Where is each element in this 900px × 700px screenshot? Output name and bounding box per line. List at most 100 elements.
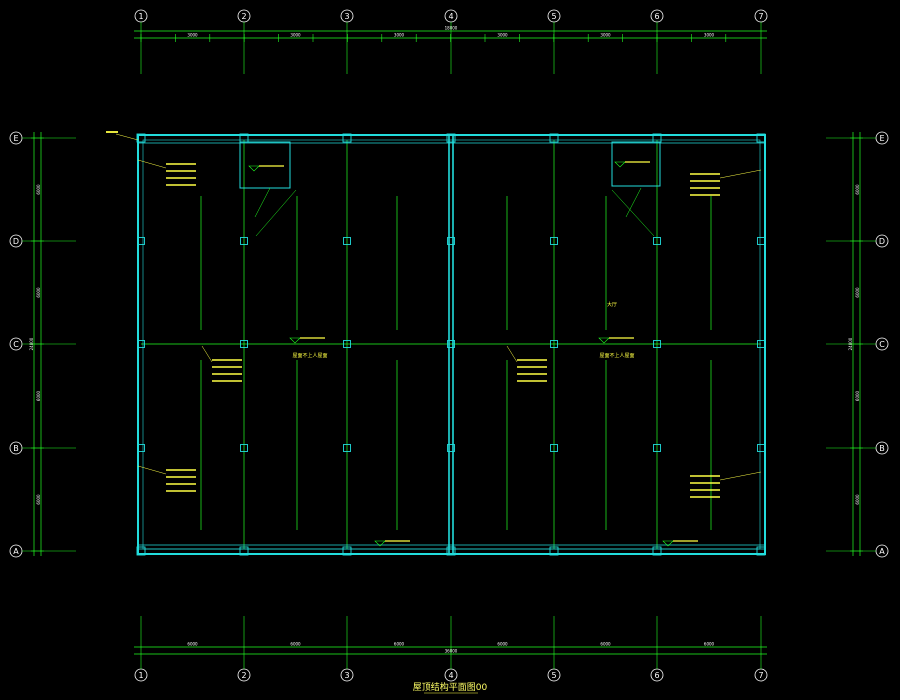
elevation-marker: [248, 165, 260, 172]
structural-column: [446, 546, 456, 556]
plan-labels: 屋面不上人屋面屋面不上人屋面大厅屋顶结构平面图00: [106, 131, 762, 694]
structural-column: [756, 546, 766, 556]
drawing-static-geometry: [141, 140, 761, 549]
dim-text: 6000: [600, 642, 611, 647]
axis-label-4: 4: [448, 12, 453, 21]
dim-text: 6000: [855, 184, 860, 195]
leader: [137, 159, 167, 169]
drain-slope: [611, 189, 655, 237]
structural-column: [447, 237, 455, 245]
dim-text: 3000: [187, 33, 198, 38]
elevation-marker: [598, 337, 610, 344]
structural-column: [342, 546, 352, 556]
leader: [719, 471, 762, 481]
dim-text: 6000: [855, 494, 860, 505]
structural-column: [757, 340, 765, 348]
elevation-marker: [614, 161, 626, 168]
dim-text: 6000: [36, 287, 41, 298]
leader: [115, 133, 139, 141]
leader: [506, 345, 518, 363]
axis-label-D: D: [13, 237, 19, 246]
room-label-left: 屋面不上人屋面: [292, 352, 327, 359]
drain-slope: [254, 187, 271, 218]
structural-column: [757, 237, 765, 245]
room-label-hall: 大厅: [607, 301, 617, 308]
axis-label-C: C: [13, 340, 19, 349]
dim-text: 6000: [36, 390, 41, 401]
axis-label-A: A: [13, 547, 19, 556]
dim-text: 3000: [600, 33, 611, 38]
structural-column: [240, 444, 248, 452]
structural-column: [653, 237, 661, 245]
axis-label-1: 1: [138, 671, 143, 680]
structural-column: [447, 340, 455, 348]
axis-label-C: C: [879, 340, 885, 349]
drain-slope: [625, 187, 642, 218]
dim-total: 24000: [848, 337, 853, 350]
axis-label-7: 7: [758, 671, 763, 680]
axis-label-6: 6: [654, 12, 659, 21]
drawing-title: 屋顶结构平面图00: [413, 681, 488, 693]
dim-total: 18000: [445, 26, 458, 31]
axis-label-D: D: [879, 237, 885, 246]
structural-column: [343, 237, 351, 245]
drain-slope: [255, 189, 297, 237]
structural-column: [136, 546, 146, 556]
elevation-marker: [374, 540, 386, 547]
roof-perimeter: [137, 134, 766, 555]
axis-label-5: 5: [551, 671, 556, 680]
axis-label-B: B: [879, 444, 885, 453]
axis-label-7: 7: [758, 12, 763, 21]
structural-column: [137, 237, 145, 245]
elevation-marker: [289, 337, 301, 344]
structural-column: [447, 444, 455, 452]
structural-column: [240, 340, 248, 348]
roof-hatch: [611, 141, 661, 187]
axis-label-4: 4: [448, 671, 453, 680]
structural-column: [137, 444, 145, 452]
axis-label-E: E: [879, 134, 884, 143]
dim-text: 6000: [394, 642, 405, 647]
axis-label-3: 3: [344, 12, 349, 21]
structural-column: [550, 237, 558, 245]
axis-label-B: B: [13, 444, 19, 453]
dim-text: 6000: [855, 390, 860, 401]
structural-column: [342, 133, 352, 143]
axis-label-A: A: [879, 547, 885, 556]
dim-text: 6000: [36, 184, 41, 195]
structural-column: [756, 133, 766, 143]
axis-label-1: 1: [138, 12, 143, 21]
dim-total: 36000: [445, 649, 458, 654]
dim-text: 6000: [36, 494, 41, 505]
roof-plan: [136, 133, 766, 556]
elevation-marker: [662, 540, 674, 547]
dim-text: 3000: [497, 33, 508, 38]
structural-column: [550, 444, 558, 452]
dim-text: 3000: [394, 33, 405, 38]
structural-column: [653, 444, 661, 452]
structural-column: [549, 133, 559, 143]
dim-text: 6000: [855, 287, 860, 298]
structural-column: [343, 444, 351, 452]
structural-column: [549, 546, 559, 556]
axis-label-E: E: [13, 134, 18, 143]
structural-column: [652, 546, 662, 556]
axis-label-2: 2: [241, 12, 246, 21]
structural-column: [653, 340, 661, 348]
axis-label-3: 3: [344, 671, 349, 680]
dim-text: 6000: [497, 642, 508, 647]
structural-column: [757, 444, 765, 452]
structural-column: [343, 340, 351, 348]
dim-text: 3000: [704, 33, 715, 38]
structural-column: [137, 340, 145, 348]
leader: [201, 345, 213, 363]
structural-column: [136, 133, 146, 143]
axis-label-2: 2: [241, 671, 246, 680]
structural-column: [239, 546, 249, 556]
dim-text: 6000: [187, 642, 198, 647]
axis-label-5: 5: [551, 12, 556, 21]
dim-text: 6000: [704, 642, 715, 647]
roof-hatch: [239, 141, 291, 189]
